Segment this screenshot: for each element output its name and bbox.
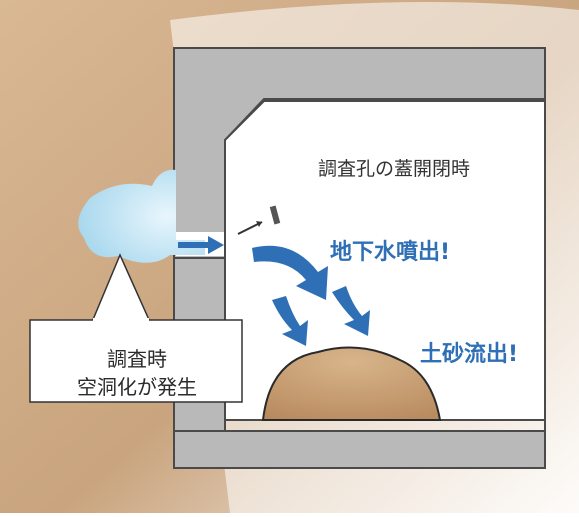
debris-mark	[269, 205, 281, 225]
status-text: 調査孔の蓋開閉時	[318, 158, 471, 180]
water-flow-arrow	[332, 286, 370, 336]
callout-box	[29, 319, 243, 403]
sand-mound	[261, 346, 442, 421]
soil-alert: 土砂流出!	[420, 342, 519, 367]
water-cavity	[78, 169, 205, 263]
water-flow-arrow	[272, 296, 308, 346]
water-flow-arrow	[252, 245, 328, 300]
callout-line-2: 空洞化が発生	[77, 375, 197, 399]
debris-mark	[256, 221, 262, 227]
jet-arrow	[178, 236, 224, 254]
water-alert: 地下水噴出!	[330, 240, 451, 265]
callout-line-1: 調査時	[107, 347, 167, 371]
